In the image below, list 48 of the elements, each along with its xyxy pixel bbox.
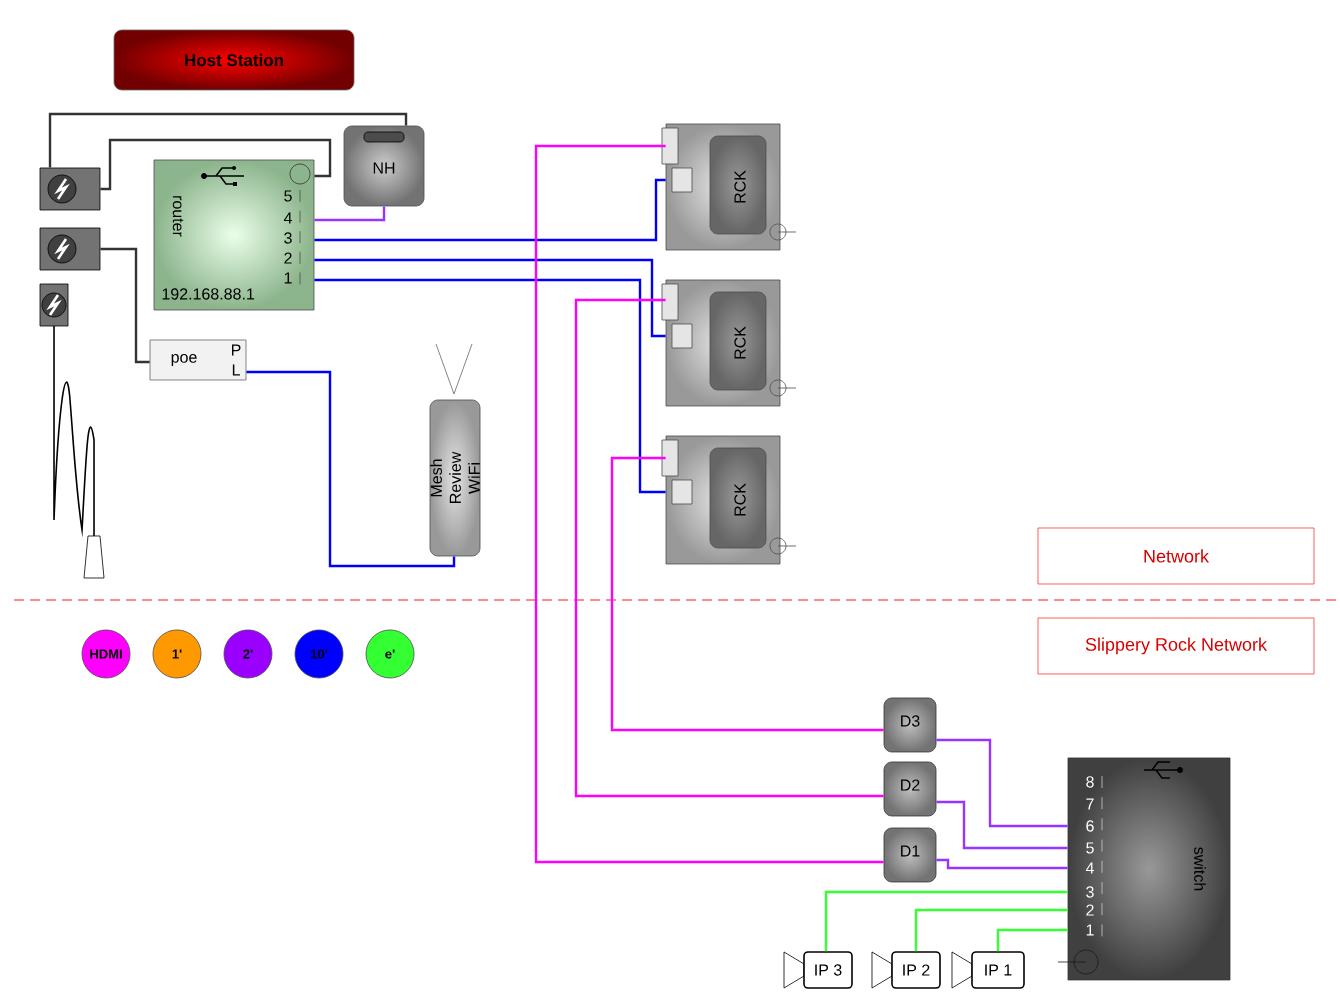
connector <box>314 206 386 222</box>
port-number: 4 <box>1085 862 1094 874</box>
poe-box: poe P L <box>149 339 247 381</box>
power-outlet <box>39 227 101 271</box>
port-number: 2 <box>1086 904 1094 916</box>
connector <box>246 370 456 568</box>
wifi-access-point: Mesh Review WiFi <box>429 343 481 557</box>
connector <box>534 144 884 864</box>
port-number: 3 <box>284 232 292 244</box>
port-number: 5 <box>284 190 292 202</box>
connector <box>936 858 1068 870</box>
connector <box>610 456 884 732</box>
camera: IP 3 <box>783 951 853 989</box>
port-number: 8 <box>1086 776 1094 788</box>
title-box: Host Station <box>113 29 355 91</box>
network-label-box: Slippery Rock Network <box>1037 617 1315 675</box>
port-number: 1 <box>1086 924 1094 936</box>
port-number: 6 <box>1086 820 1094 832</box>
connector <box>574 298 884 798</box>
power-outlet <box>39 167 101 211</box>
port-number: 5 <box>1086 842 1094 854</box>
camera: IP 2 <box>871 951 941 989</box>
connector <box>314 178 666 242</box>
receiver-box: RCK <box>661 435 797 565</box>
connector <box>48 112 408 168</box>
connector <box>314 278 666 494</box>
device-box: D3 <box>883 697 937 753</box>
receiver-box: RCK <box>661 123 797 251</box>
connector <box>936 800 1068 850</box>
connector <box>914 908 1068 952</box>
connector <box>824 890 1068 952</box>
connector <box>996 928 1068 952</box>
receiver-box: RCK <box>661 279 797 407</box>
connector <box>936 738 1068 828</box>
port-number: 7 <box>1086 798 1094 810</box>
device-box: NH <box>343 125 425 207</box>
connector <box>100 138 332 191</box>
device-box: D2 <box>883 761 937 817</box>
connector <box>314 258 666 338</box>
port-number: 3 <box>1086 886 1094 898</box>
port-number: 1 <box>284 272 292 284</box>
device-box: D1 <box>883 827 937 883</box>
port-number: 2 <box>284 252 292 264</box>
connector <box>100 247 150 364</box>
power-outlet <box>39 283 69 327</box>
camera: IP 1 <box>951 951 1025 989</box>
network-label-box: Network <box>1037 527 1315 585</box>
port-number: 4 <box>283 212 292 224</box>
